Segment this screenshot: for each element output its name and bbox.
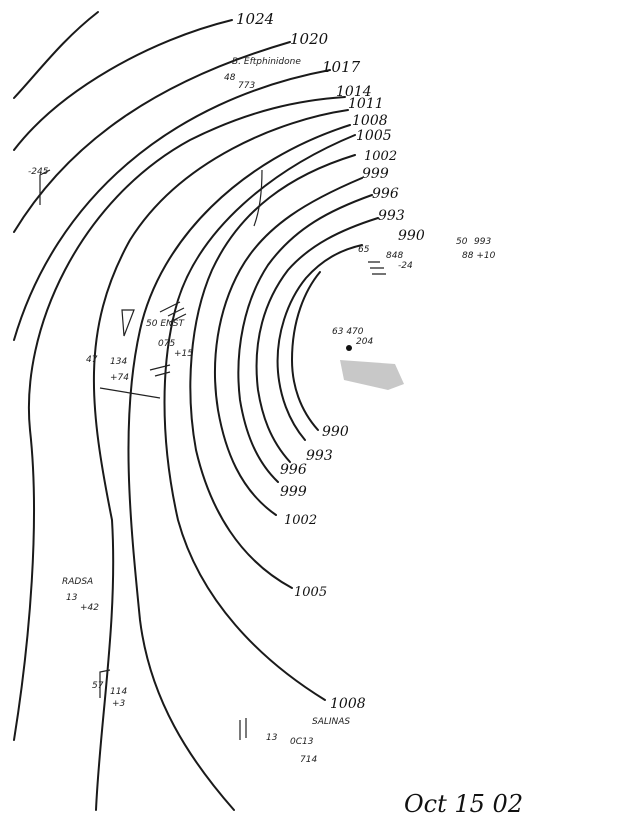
- station-note: +3: [112, 699, 126, 709]
- station-note: 13: [66, 593, 78, 603]
- station-note: 714: [300, 755, 317, 765]
- station-note: +74: [110, 373, 129, 383]
- isobar-label: 1020: [290, 30, 329, 48]
- isobar-label: 1017: [322, 58, 361, 76]
- wind-barb-icon: [39, 169, 51, 205]
- station-note: 773: [238, 81, 255, 91]
- isobar-999: [213, 177, 363, 516]
- wind-barb-icon: [121, 309, 135, 337]
- isobar-label: 1014: [336, 84, 372, 100]
- wind-barbs: [39, 169, 386, 740]
- station-note: -24: [398, 261, 413, 271]
- isobar-lines: [13, 11, 379, 811]
- isobar-label: 999: [280, 484, 307, 500]
- station-notes: B. Eftphinidone 48 773 -245 50 ENST 075 …: [28, 57, 496, 765]
- station-note: 48: [224, 73, 236, 83]
- isobar-1017: [13, 41, 291, 233]
- isobar-label: 990: [322, 424, 349, 440]
- station-note: 134: [110, 357, 127, 367]
- isobar-label: 1005: [294, 585, 327, 600]
- station-note: 204: [356, 337, 373, 347]
- isobar-1011: [13, 96, 346, 741]
- station-note: 50 ENST: [146, 319, 185, 329]
- station-note: 114: [110, 687, 127, 697]
- isobar-1014: [13, 69, 331, 341]
- isobar-996: [237, 194, 373, 483]
- lower-isobar-labels: 990 993 996 999 1002 1005 1008: [280, 424, 366, 712]
- isobar-label: 1008: [352, 113, 388, 129]
- isobar-label: 996: [372, 186, 399, 202]
- wind-barb-icon: [159, 301, 187, 323]
- isobar-label: 1002: [284, 513, 317, 528]
- station-note: 0C13: [290, 737, 314, 747]
- station-note: 88 +10: [462, 251, 496, 261]
- isobar-label: 1024: [236, 10, 274, 28]
- isobar-label: 1002: [364, 149, 397, 164]
- wind-barb-icon: [368, 261, 386, 275]
- station-note: +42: [80, 603, 99, 613]
- isobar-990-outer: [291, 271, 321, 431]
- map-date: Oct 15 02: [404, 790, 523, 818]
- station-note: 57: [92, 681, 104, 691]
- station-note: 993: [474, 237, 491, 247]
- isobar-label: 1008: [330, 696, 366, 712]
- isobar-label: 990: [398, 228, 425, 244]
- station-note: 075: [158, 339, 175, 349]
- isobar-1008-a: [92, 109, 349, 811]
- wind-barb-icon: [99, 669, 111, 698]
- wind-barb-icon: [253, 169, 263, 227]
- isobar-990-inner: [276, 244, 363, 441]
- isobar-label: 999: [362, 166, 389, 182]
- isobar-label: 1005: [356, 128, 392, 144]
- isobar-1020: [13, 19, 233, 151]
- wind-barb-icon: [239, 718, 247, 740]
- isobar-label: 993: [378, 208, 405, 224]
- smudge-mark: [340, 345, 404, 390]
- wind-barb-icon: [149, 364, 171, 377]
- station-note: 848: [386, 251, 403, 261]
- station-note: +15: [174, 349, 193, 359]
- isobar-labels: 1024 1020 1017 1014 1011 1008 1005 1002 …: [236, 10, 425, 244]
- station-note: 65: [358, 245, 370, 255]
- station-note: B. Eftphinidone: [232, 57, 301, 67]
- wind-barb-icon: [99, 387, 161, 399]
- station-note: RADSA: [62, 577, 93, 587]
- isobar-1024: [13, 11, 99, 99]
- station-note: 63 470: [332, 327, 364, 337]
- isobar-label: 996: [280, 462, 307, 478]
- isobar-label: 1011: [348, 96, 384, 112]
- station-note: 50: [456, 237, 468, 247]
- station-note: 47: [86, 355, 98, 365]
- isobar-1008-b: [127, 124, 351, 811]
- station-dot-icon: [346, 345, 352, 351]
- station-note: -245: [28, 167, 49, 177]
- isobar-label: 993: [306, 448, 333, 464]
- isobar-1005: [163, 134, 356, 701]
- station-note: 13: [266, 733, 278, 743]
- station-note: SALINAS: [312, 717, 350, 727]
- isobar-1002: [189, 154, 356, 589]
- isobar-993: [255, 217, 379, 463]
- smudge-icon: [340, 360, 404, 390]
